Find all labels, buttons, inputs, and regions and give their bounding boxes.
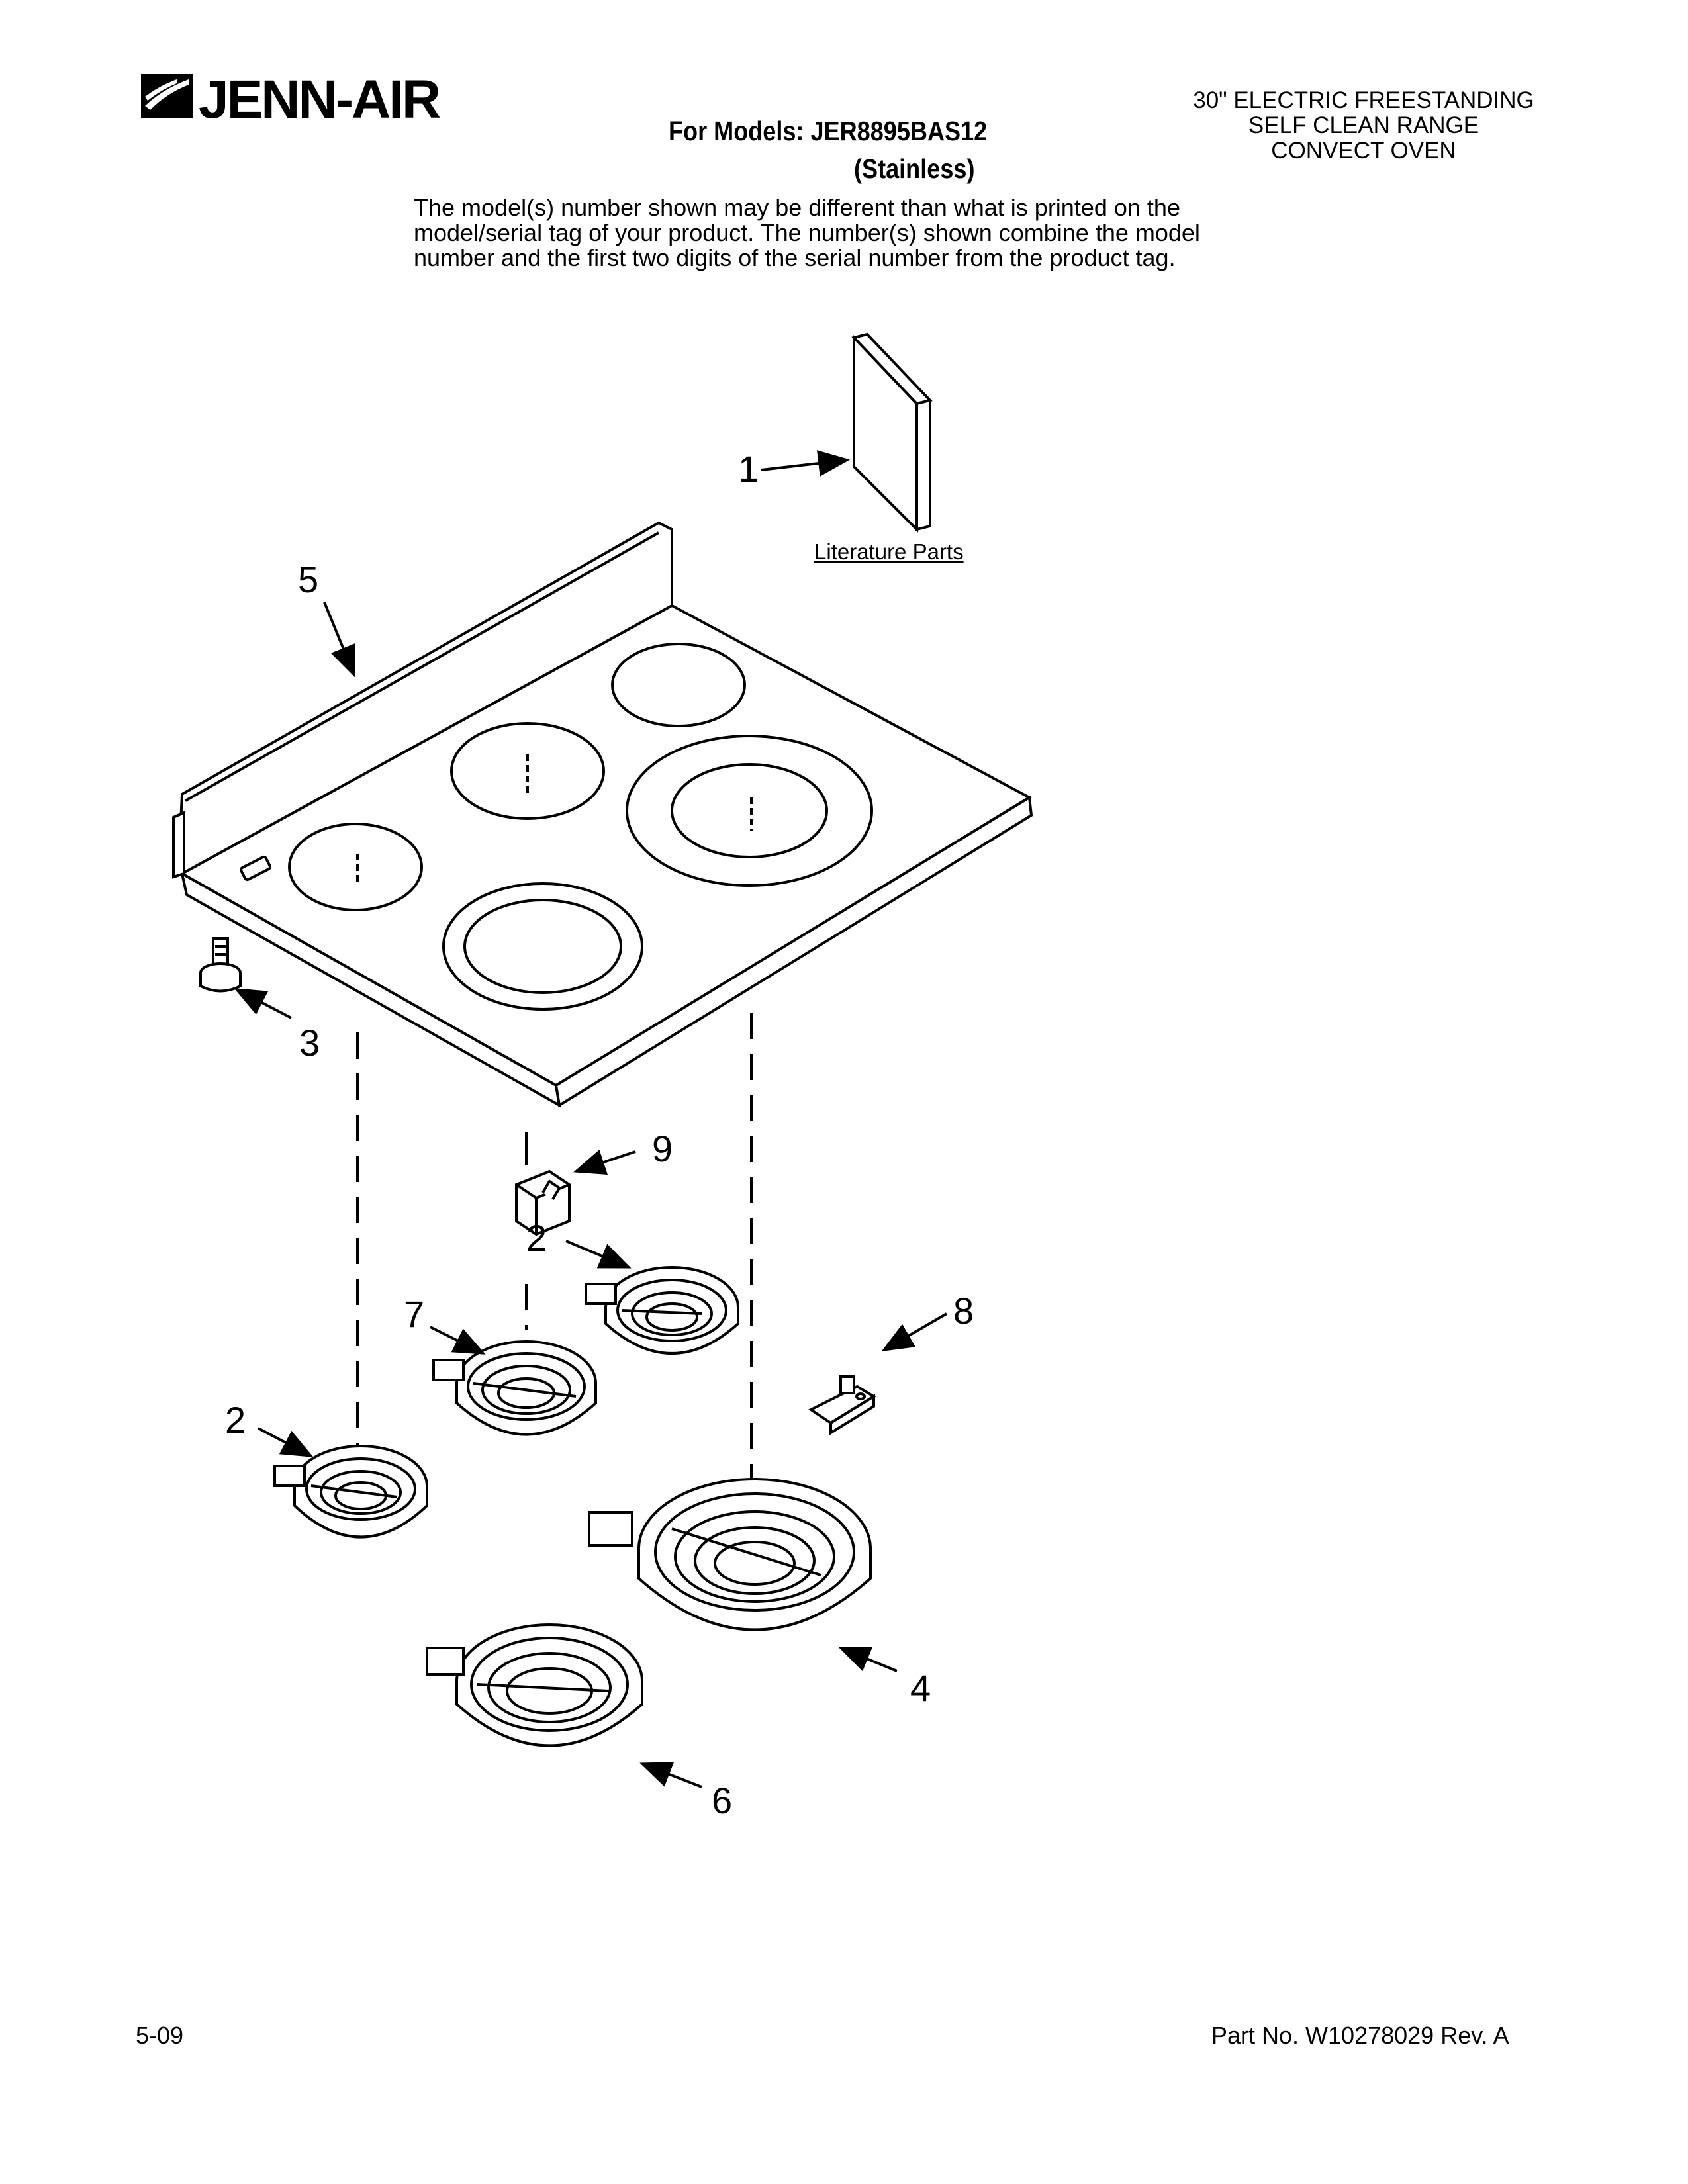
leader-line-9: [573, 1150, 636, 1175]
range-description-line-1: 30" ELECTRIC FREESTANDING: [1193, 87, 1534, 113]
brand-logo: JENN-AIR: [136, 60, 480, 139]
radiant-element-small-upper: [585, 1266, 739, 1355]
switch-block: [515, 1169, 571, 1236]
range-description: 30" ELECTRIC FREESTANDING SELF CLEAN RAN…: [1172, 88, 1556, 163]
leader-line-6: [639, 1762, 702, 1788]
callout-6: 6: [712, 1780, 732, 1821]
burner-outline-left-rear: [450, 722, 605, 820]
leader-line-1: [761, 450, 850, 477]
leader-line-8: [881, 1312, 948, 1352]
callout-5: 5: [298, 559, 318, 600]
model-disclaimer: The model(s) number shown may be differe…: [414, 195, 1340, 271]
disclaimer-line-2: model/serial tag of your product. The nu…: [414, 219, 1200, 246]
radiant-element-medium: [432, 1340, 597, 1436]
date-code: 5-09: [136, 2022, 184, 2049]
radiant-element-dual-large: [588, 1478, 872, 1631]
literature-booklet: [851, 332, 933, 533]
finish-label: (Stainless): [854, 154, 975, 184]
callout-2-upper: 2: [526, 1217, 547, 1259]
leveling-leg: [199, 937, 242, 993]
radiant-element-small-lower: [273, 1445, 428, 1539]
leader-line-2b: [258, 1427, 314, 1457]
brand-name: JENN-AIR: [199, 69, 440, 130]
callout-8: 8: [953, 1290, 974, 1332]
leader-line-4: [838, 1647, 898, 1672]
range-description-line-3: CONVECT OVEN: [1271, 138, 1456, 163]
callout-7: 7: [404, 1293, 424, 1335]
range-description-line-2: SELF CLEAN RANGE: [1248, 113, 1479, 138]
burner-outline-right-dual: [626, 735, 873, 887]
leader-line-5: [323, 602, 355, 678]
models-heading: For Models: JER8895BAS12: [669, 116, 988, 146]
disclaimer-line-1: The model(s) number shown may be differe…: [414, 194, 1180, 221]
burner-outline-center-front: [442, 882, 643, 1011]
leader-line-7: [430, 1326, 486, 1355]
callout-9: 9: [652, 1128, 673, 1169]
disclaimer-line-3: number and the first two digits of the s…: [414, 244, 1176, 271]
part-number: Part No. W10278029 Rev. A: [1211, 2022, 1509, 2049]
callout-2-lower: 2: [225, 1399, 246, 1441]
radiant-element-large: [426, 1623, 643, 1747]
jenn-air-swoosh-logo-icon: JENN-AIR: [141, 69, 442, 130]
cooktop: [172, 521, 1033, 1108]
callout-4: 4: [910, 1667, 931, 1709]
literature-parts-label: Literature Parts: [814, 539, 964, 564]
burner-outline-right-rear: [611, 643, 746, 727]
callout-1: 1: [738, 448, 759, 490]
bracket: [808, 1375, 876, 1435]
callout-3: 3: [299, 1022, 320, 1064]
leader-line-3: [234, 988, 292, 1019]
burner-outline-left-front: [288, 823, 423, 911]
leader-line-2a: [565, 1240, 632, 1269]
